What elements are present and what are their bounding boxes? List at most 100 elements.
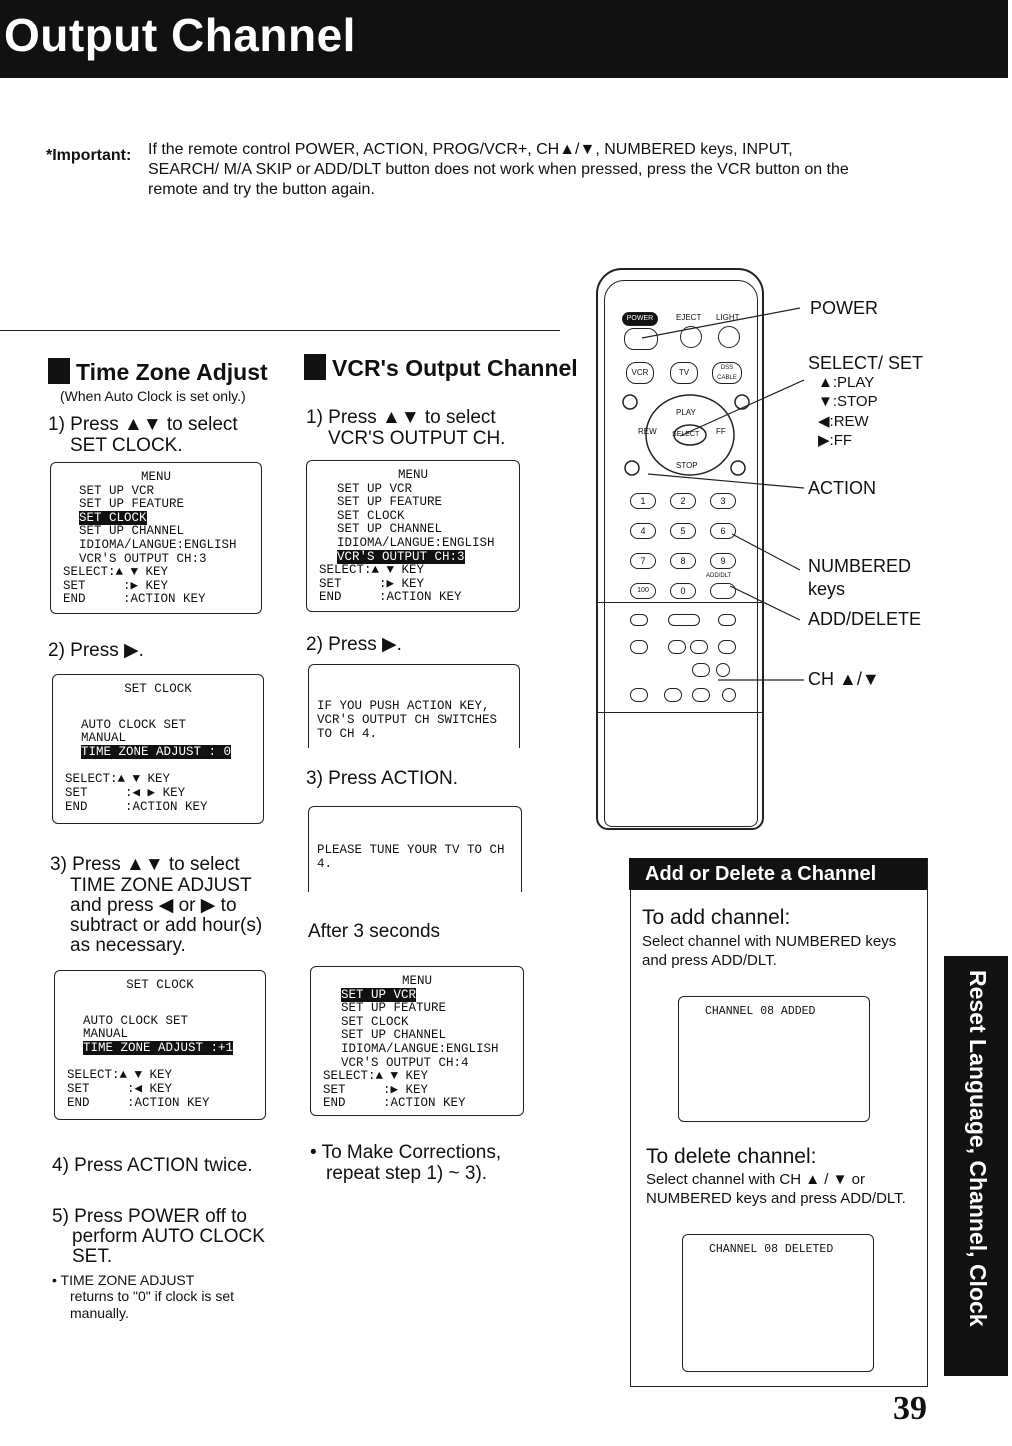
remote-stop-button[interactable]: STOP [676,461,698,470]
remote-tv-button[interactable]: TV [670,362,698,384]
important-text: If the remote control POWER, ACTION, PRO… [148,141,849,198]
remote-vol-down-button[interactable] [664,688,682,702]
remote-pause-button[interactable] [630,640,648,654]
remote-vcr-button[interactable]: VCR [626,362,654,384]
remote-skip-button[interactable] [668,640,686,654]
remote-key-9[interactable]: 9 [710,553,736,569]
remote-power-oval-button[interactable] [624,328,658,350]
remote-light-button[interactable] [718,326,740,348]
remote-key-2[interactable]: 2 [670,493,696,509]
tz-menu-screen-3: SET CLOCK AUTO CLOCK SET MANUAL TIME ZON… [54,970,266,1120]
tz-step4: 4) Press ACTION twice. [52,1155,253,1176]
section-square-icon [48,358,70,384]
remote-ch-up-button[interactable] [716,663,730,677]
vcr-step1: 1) Press ▲▼ to select [306,407,496,428]
remote-dss-cable-button[interactable]: DSS CABLE [712,362,742,384]
label-numbered: NUMBERED [808,556,912,576]
tz-step5b: perform AUTO CLOCK [72,1226,265,1247]
label-power: POWER [810,298,879,318]
label-stop: ▼:STOP [818,393,878,410]
label-rew: ◀:REW [818,413,869,430]
remote-vol-up-button[interactable] [692,663,710,677]
remote-display-button[interactable] [668,614,700,626]
delete-heading: To delete channel: [646,1145,817,1168]
highlighted-item: TIME ZONE ADJUST : 0 [81,744,232,759]
remote-control [596,268,764,830]
remote-play-button[interactable]: PLAY [676,408,696,417]
tz-note-b: returns to "0" if clock is set [70,1288,234,1304]
add-delete-title: Add or Delete a Channel [629,858,927,890]
tz-step3d: subtract or add hour(s) [70,915,263,936]
vcr-message-screen-1: IF YOU PUSH ACTION KEY, VCR'S OUTPUT CH … [308,664,520,748]
add-heading: To add channel: [642,906,791,929]
important-label: *Important: [46,147,132,164]
vcr-after-seconds: After 3 seconds [308,921,441,942]
page-title: Output Channel [4,9,356,61]
remote-ff-button[interactable]: FF [716,427,726,436]
page-number: 39 [893,1390,927,1427]
remote-eject-button[interactable] [680,326,702,348]
add-text: Select channel with NUMBERED keys and pr… [642,933,897,969]
remote-select-button[interactable]: SELECT [672,431,700,438]
tz-step3a: 3) Press ▲▼ to select [50,854,240,875]
remote-eject-label: EJECT [676,313,702,322]
remote-sap-button[interactable] [630,688,648,702]
label-ch: CH ▲/▼ [808,669,880,689]
remote-speed-button[interactable] [690,640,708,654]
tz-step5a: 5) Press POWER off to [52,1206,247,1227]
tz-note-c: manually. [70,1305,129,1321]
vcr-note-a: • To Make Corrections, [310,1142,502,1163]
remote-key-4[interactable]: 4 [630,523,656,539]
remote-tape-position-button[interactable] [718,614,736,626]
vcr-note-b: repeat step 1) ~ 3). [326,1163,488,1184]
vcr-menu-screen-1: MENU SET UP VCR SET UP FEATURE SET CLOCK… [306,460,520,612]
highlighted-item: VCR'S OUTPUT CH:3 [337,549,465,564]
tz-step1: 1) Press ▲▼ to select [48,414,238,435]
remote-search-button[interactable] [718,640,736,654]
tz-menu-screen-1: MENU SET UP VCR SET UP FEATURE SET CLOCK… [50,462,262,614]
remote-ch-down-button[interactable] [692,688,710,702]
vcr-output-title: VCR's Output Channel [304,354,578,382]
remote-rew-button[interactable]: REW [638,427,657,436]
delete-text: Select channel with CH ▲ / ▼ or NUMBERED… [646,1171,906,1207]
remote-key-5[interactable]: 5 [670,523,696,539]
time-zone-title: Time Zone Adjust [48,358,268,386]
remote-key-6[interactable]: 6 [710,523,736,539]
chapter-tab-label: Reset Language, Channel, Clock [965,970,991,1327]
chapter-tab: Reset Language, Channel, Clock [944,956,1008,1376]
add-delete-panel: Add or Delete a Channel [629,858,928,1387]
remote-rec-button[interactable] [722,688,736,702]
remote-counter-reset-button[interactable] [630,614,648,626]
tz-step2: 2) Press ▶. [48,640,144,661]
remote-key-1[interactable]: 1 [630,493,656,509]
delete-channel-screen: CHANNEL 08 DELETED [682,1234,874,1372]
remote-key-3[interactable]: 3 [710,493,736,509]
tz-menu-screen-2: SET CLOCK AUTO CLOCK SET MANUAL TIME ZON… [52,674,264,824]
vcr-menu-screen-2: MENU SET UP VCR SET UP FEATURE SET CLOCK… [310,966,524,1116]
tz-note-a: • TIME ZONE ADJUST [52,1272,195,1288]
label-keys: keys [808,579,846,599]
add-channel-screen: CHANNEL 08 ADDED [678,996,870,1122]
remote-inner-outline [604,280,758,827]
highlighted-item: TIME ZONE ADJUST :+1 [83,1040,234,1055]
label-ff: ▶:FF [818,432,853,449]
remote-key-8[interactable]: 8 [670,553,696,569]
highlighted-item: SET CLOCK [79,510,147,525]
time-zone-subtitle: (When Auto Clock is set only.) [60,388,246,404]
vcr-message-screen-2: PLEASE TUNE YOUR TV TO CH 4. [308,806,522,892]
tz-step1b: SET CLOCK. [70,435,183,456]
vcr-step2: 2) Press ▶. [306,634,402,655]
section-square-icon [304,354,326,380]
page-header: Output Channel [0,0,1008,78]
remote-key-100[interactable]: 100 [630,583,656,599]
label-play: ▲:PLAY [818,374,875,391]
vcr-step3: 3) Press ACTION. [306,768,459,789]
remote-divider [598,602,762,603]
remote-adddlt-button[interactable] [710,583,736,599]
tz-step3b: TIME ZONE ADJUST [70,875,252,896]
remote-key-0[interactable]: 0 [670,583,696,599]
remote-key-7[interactable]: 7 [630,553,656,569]
vcr-step1b: VCR'S OUTPUT CH. [328,428,506,449]
label-action: ACTION [808,478,877,498]
remote-power-button[interactable]: POWER [622,312,658,326]
